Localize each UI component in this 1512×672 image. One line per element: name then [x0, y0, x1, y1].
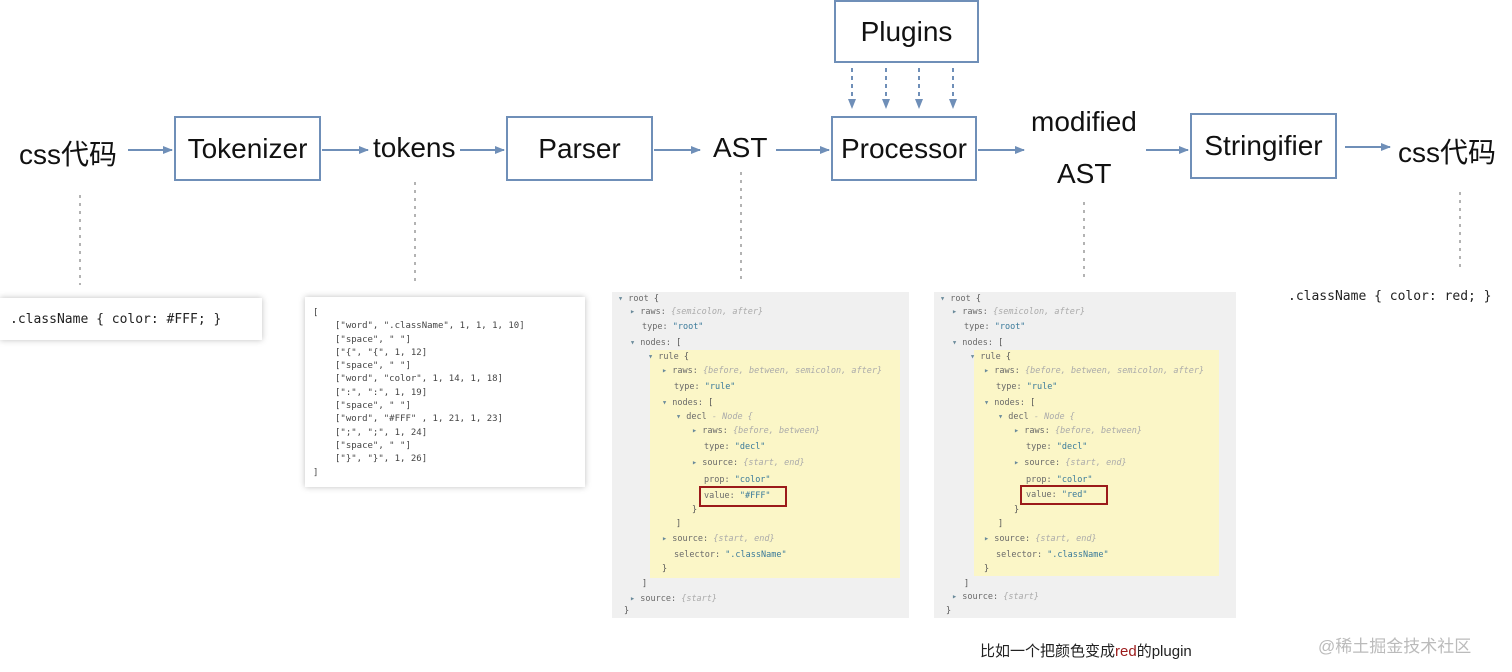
modified-label-1: modified — [1031, 106, 1137, 137]
ast-panel-modified: ▾ root { ▸ raws: {semicolon, after} type… — [934, 292, 1236, 618]
output-code-prefix: .className { color: — [1288, 289, 1445, 304]
decl-raws: {before, between} — [1054, 426, 1142, 436]
caption: 比如一个把颜色变成red的plugin — [980, 640, 1192, 661]
decl-prop: "color" — [734, 475, 771, 485]
decl-note: - Node { — [711, 412, 753, 422]
root-type: "root" — [994, 322, 1026, 332]
token-row: ["space", " "] — [335, 440, 411, 451]
decl-note: - Node { — [1033, 412, 1075, 422]
root-key: root — [628, 294, 649, 304]
output-label: css代码 — [1398, 137, 1497, 168]
input-code: .className { color: #FFF; } — [10, 311, 222, 327]
stringifier-box: Stringifier — [1190, 113, 1337, 179]
tokens-label: tokens — [373, 132, 456, 163]
tokens-open: [ — [313, 308, 319, 318]
output-code-value: red — [1444, 289, 1469, 304]
rule-type: "rule" — [1026, 382, 1058, 392]
decl-raws: {before, between} — [732, 426, 820, 436]
token-row: ["space", " "] — [335, 401, 411, 412]
tokens-close: ] — [313, 467, 319, 478]
ast-panel-original: ▾ root { ▸ raws: {semicolon, after} type… — [612, 292, 909, 618]
output-code: .className { color: red; } — [1288, 289, 1492, 304]
input-code-panel: .className { color: #FFF; } — [0, 298, 262, 340]
caption-red: red — [1115, 643, 1137, 660]
rule-type: "rule" — [704, 382, 736, 392]
rule-raws: {before, between, semicolon, after} — [702, 366, 883, 376]
root-raws: {semicolon, after} — [670, 307, 764, 317]
parser-box: Parser — [506, 116, 653, 181]
decl-value: "#FFF" — [739, 491, 771, 501]
rule-source: {start, end} — [713, 534, 775, 544]
rule-highlight — [974, 350, 1219, 576]
decl-key: decl — [686, 412, 707, 422]
rule-selector: ".className" — [1047, 550, 1109, 560]
rule-key: rule — [980, 352, 1001, 362]
value-highlight-box — [699, 486, 787, 507]
decl-value-modified: "red" — [1061, 490, 1088, 500]
token-row: ["{", "{", 1, 12] — [335, 347, 428, 358]
rule-selector: ".className" — [725, 550, 787, 560]
root-key: root — [950, 294, 971, 304]
processor-box: Processor — [831, 116, 977, 181]
output-code-suffix: ; } — [1468, 289, 1492, 304]
token-row: ["word", "#FFF" , 1, 21, 1, 23] — [335, 414, 503, 425]
modified-label-2: AST — [1057, 158, 1112, 189]
decl-key: decl — [1008, 412, 1029, 422]
tokenizer-box: Tokenizer — [174, 116, 321, 181]
ast-label: AST — [713, 132, 768, 163]
plugins-box: Plugins — [834, 0, 979, 63]
token-row: ["word", ".className", 1, 1, 1, 10] — [335, 321, 525, 332]
root-raws: {semicolon, after} — [992, 307, 1086, 317]
decl-source: {start, end} — [1065, 458, 1127, 468]
value-highlight-box — [1020, 485, 1108, 505]
caption-before: 比如一个把颜色变成 — [980, 643, 1116, 660]
decl-type: "decl" — [1056, 442, 1088, 452]
decl-source: {start, end} — [743, 458, 805, 468]
root-type: "root" — [672, 322, 704, 332]
tokens-panel: [ ["word", ".className", 1, 1, 1, 10] ["… — [305, 297, 585, 487]
caption-after: 的plugin — [1136, 643, 1192, 660]
input-label: css代码 — [19, 139, 118, 170]
token-row: [":", ":", 1, 19] — [335, 387, 428, 398]
token-row: [";", ";", 1, 24] — [335, 427, 428, 438]
rule-key: rule — [658, 352, 679, 362]
rule-raws: {before, between, semicolon, after} — [1024, 366, 1205, 376]
rule-source: {start, end} — [1035, 534, 1097, 544]
token-row: ["space", " "] — [335, 361, 411, 372]
token-row: ["space", " "] — [335, 334, 411, 345]
root-source: {start} — [681, 594, 718, 604]
decl-prop: "color" — [1056, 475, 1093, 485]
token-row: ["}", "}", 1, 26] — [335, 454, 428, 465]
decl-type: "decl" — [734, 442, 766, 452]
watermark: @稀土掘金技术社区 — [1318, 637, 1472, 656]
root-source: {start} — [1003, 592, 1040, 602]
token-row: ["word", "color", 1, 14, 1, 18] — [335, 374, 503, 385]
rule-highlight — [650, 350, 900, 578]
